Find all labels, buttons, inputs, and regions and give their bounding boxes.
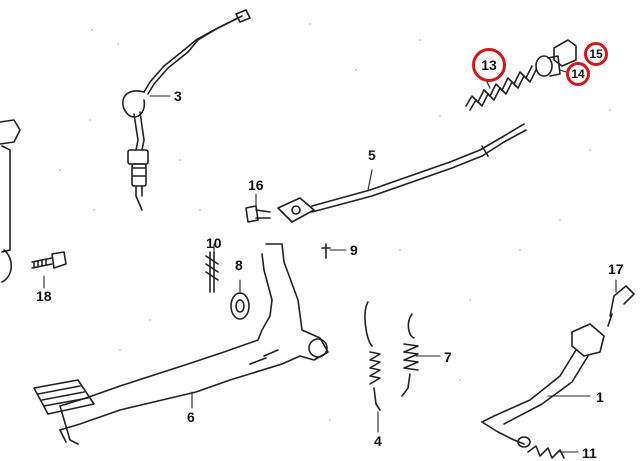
callout-5: 5 bbox=[368, 147, 376, 163]
scan-speckles bbox=[59, 23, 611, 421]
leader-lines bbox=[43, 69, 617, 453]
brake-light-switch bbox=[122, 9, 251, 211]
callout-1: 1 bbox=[596, 389, 604, 405]
bolt-16 bbox=[245, 205, 271, 223]
callout-17: 17 bbox=[608, 261, 624, 277]
spring-11 bbox=[527, 445, 565, 459]
callout-16: 16 bbox=[248, 177, 264, 193]
lever-arm-1 bbox=[481, 323, 605, 448]
return-spring bbox=[364, 301, 381, 411]
bolt-17 bbox=[607, 285, 635, 327]
callout-4: 4 bbox=[374, 433, 382, 449]
spring-7 bbox=[401, 313, 419, 397]
brake-spring-13 bbox=[465, 65, 537, 111]
callout-6: 6 bbox=[187, 409, 195, 425]
callout-11: 11 bbox=[582, 445, 597, 461]
brake-pedal bbox=[33, 243, 329, 445]
callout-15-highlighted: 15 bbox=[584, 42, 608, 66]
washer bbox=[230, 292, 250, 320]
callout-14-highlighted: 14 bbox=[566, 62, 590, 86]
callout-13-highlighted: 13 bbox=[472, 48, 506, 82]
callout-18: 18 bbox=[36, 288, 52, 304]
brake-rod bbox=[277, 123, 527, 223]
callout-3: 3 bbox=[174, 88, 182, 104]
callout-8: 8 bbox=[235, 257, 243, 273]
cotter-pin bbox=[205, 251, 219, 293]
callout-7: 7 bbox=[444, 349, 452, 365]
rod-joint bbox=[535, 39, 577, 77]
pin-9 bbox=[321, 243, 331, 259]
bolt-18 bbox=[31, 251, 67, 269]
footpeg-partial bbox=[0, 119, 21, 283]
callout-9: 9 bbox=[350, 242, 358, 258]
callout-10: 10 bbox=[206, 235, 222, 251]
